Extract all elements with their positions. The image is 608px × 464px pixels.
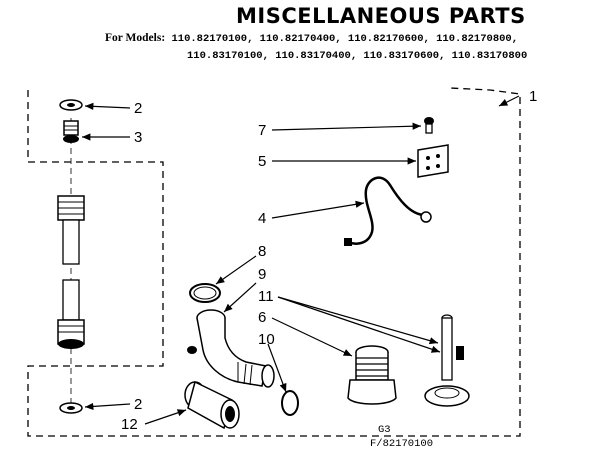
hose-coupling-icon — [184, 380, 240, 430]
models-lead: For Models: — [105, 32, 166, 44]
leader-lines — [82, 95, 520, 425]
callout-3: 3 — [134, 129, 142, 146]
models-line-2: 110.83170100, 110.83170400, 110.83170600… — [187, 50, 528, 62]
kit-boundary — [27, 87, 521, 437]
diagram-title: MISCELLANEOUS PARTS — [236, 4, 526, 28]
models-line-1: 110.82170100, 110.82170400, 110.82170600… — [171, 33, 519, 45]
wire-lead-icon — [344, 176, 432, 246]
callout-12: 12 — [121, 416, 138, 433]
callout-9: 9 — [258, 266, 266, 283]
washer-top-icon — [59, 99, 83, 111]
bracket-icon — [417, 144, 449, 178]
callout-8: 8 — [258, 243, 266, 260]
callout-2-top: 2 — [134, 100, 142, 117]
callout-1: 1 — [529, 88, 537, 105]
nut-icon — [63, 120, 79, 143]
callout-2-bottom: 2 — [134, 396, 142, 413]
shaft-icon — [57, 195, 85, 349]
callout-5: 5 — [258, 153, 266, 170]
callout-6: 6 — [258, 309, 266, 326]
model-list: For Models: 110.82170100, 110.82170400, … — [105, 30, 527, 65]
callout-7: 7 — [258, 122, 266, 139]
clamp-ring-icon — [189, 283, 221, 303]
elbow-hose-icon — [187, 309, 275, 388]
o-ring-icon — [281, 390, 299, 416]
callout-10: 10 — [258, 331, 275, 348]
figure-code-number: F/82170100 — [370, 438, 434, 450]
washer-bottom-icon — [59, 402, 83, 414]
callout-11: 11 — [258, 288, 274, 305]
filter-cone-icon — [347, 345, 397, 405]
figure-code-g3: G3 — [378, 424, 391, 436]
screw-icon — [424, 117, 434, 134]
pin-post-icon — [424, 314, 470, 407]
callout-4: 4 — [258, 210, 266, 227]
